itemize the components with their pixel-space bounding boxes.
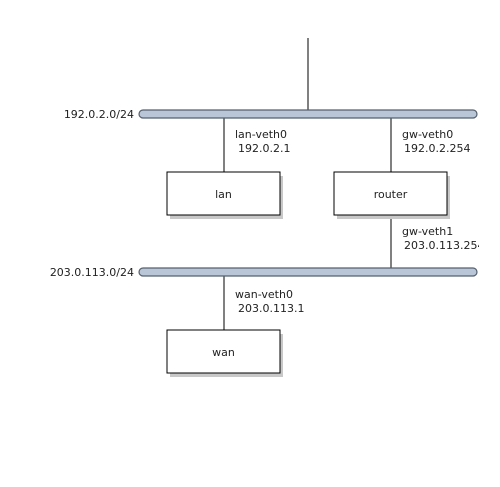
router-node-label: router bbox=[374, 188, 408, 201]
lan-veth0-name: lan-veth0 bbox=[235, 128, 287, 141]
lan-node: lan bbox=[166, 171, 283, 219]
lan-network-bus bbox=[138, 109, 478, 119]
wan-node-box bbox=[166, 329, 281, 374]
gw-veth1-address: 203.0.113.254 bbox=[404, 239, 484, 252]
router-node: router bbox=[333, 171, 450, 219]
lan-node-box bbox=[166, 171, 281, 216]
gw-veth1-name: gw-veth1 bbox=[402, 225, 453, 238]
lan-node-label: lan bbox=[215, 188, 232, 201]
wan-node-label: wan bbox=[212, 346, 235, 359]
gw-veth0-name: gw-veth0 bbox=[402, 128, 453, 141]
wan-node: wan bbox=[166, 329, 283, 377]
lan-veth0-address: 192.0.2.1 bbox=[238, 142, 290, 155]
gw-veth0-address: 192.0.2.254 bbox=[404, 142, 470, 155]
wan-network-cidr: 203.0.113.0/24 bbox=[50, 266, 134, 279]
lan-network-cidr: 192.0.2.0/24 bbox=[64, 108, 134, 121]
wan-veth0-name: wan-veth0 bbox=[235, 288, 293, 301]
router-node-box bbox=[333, 171, 448, 216]
wan-network-bus bbox=[138, 267, 478, 277]
wan-veth0-address: 203.0.113.1 bbox=[238, 302, 304, 315]
